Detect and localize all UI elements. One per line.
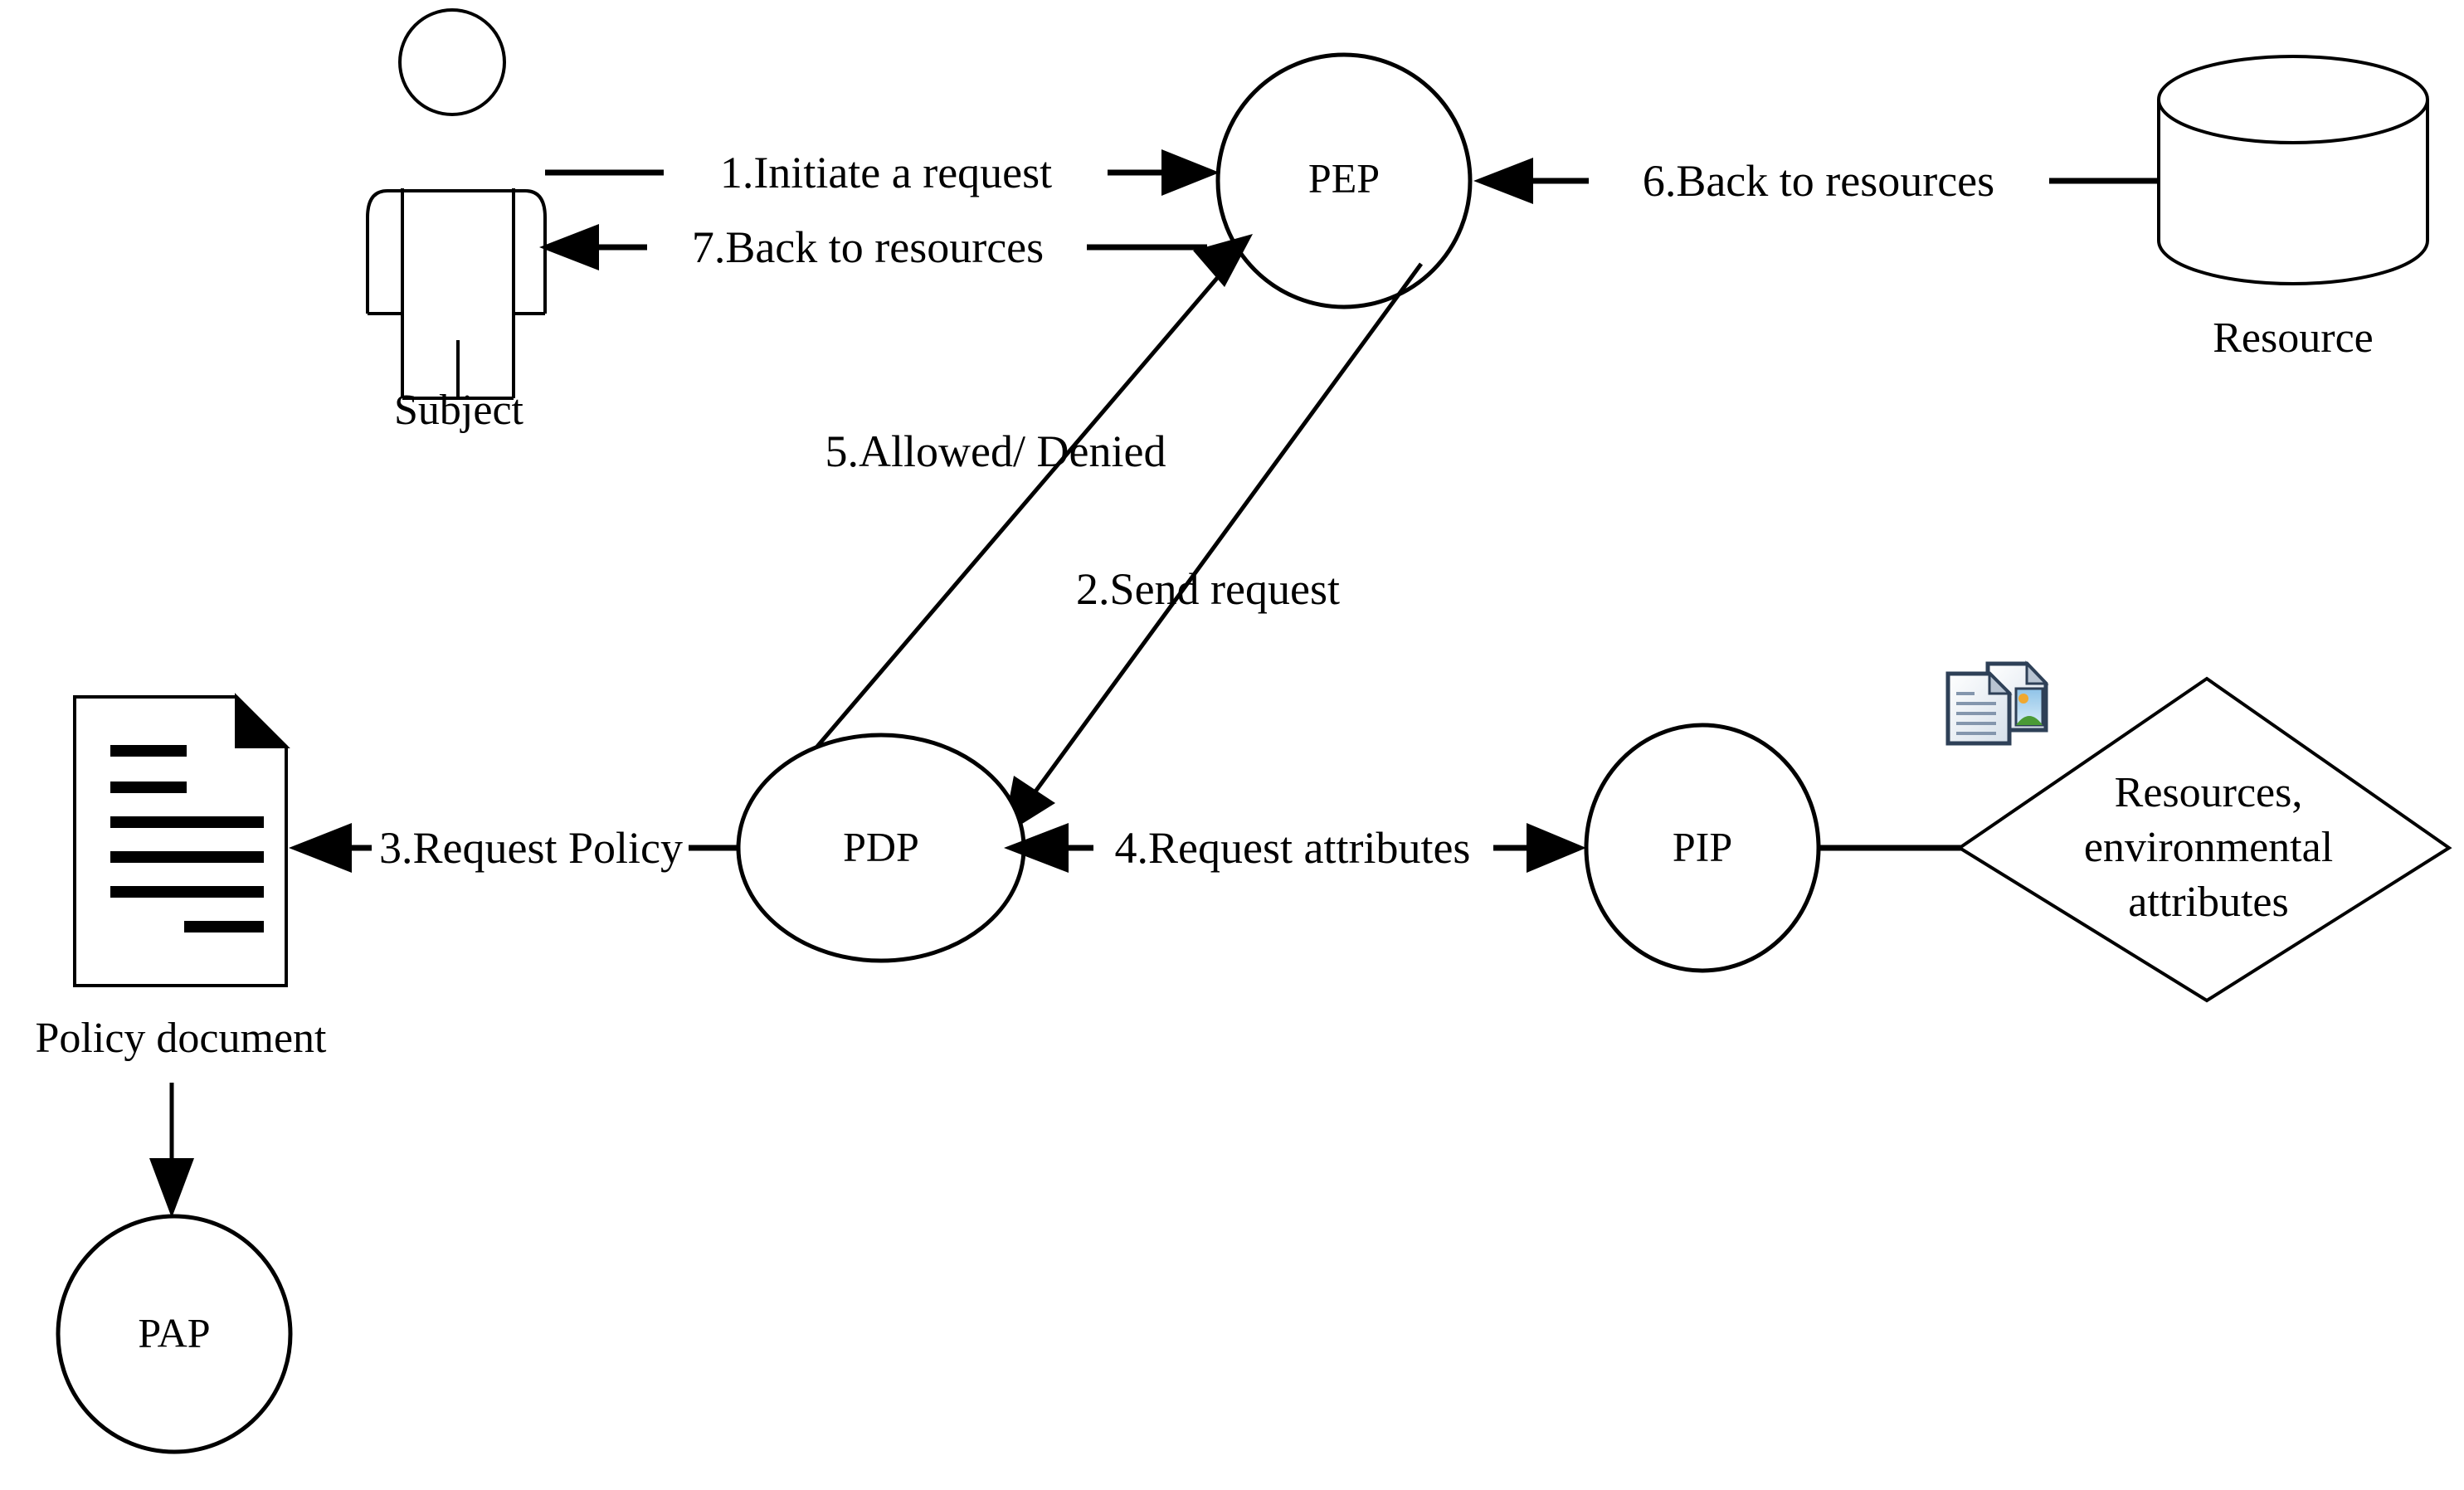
documents-stack-sun-icon [2018, 694, 2028, 704]
policy-document-fold-icon [235, 693, 290, 748]
policy-doc-line-4 [110, 851, 264, 863]
person-head-icon [398, 8, 506, 116]
edge-4-arrowhead-left [1004, 823, 1069, 873]
resource-cylinder-body [2157, 100, 2429, 285]
edge-6-label: 6.Back to resources [1643, 156, 1994, 206]
edge-5-line [810, 264, 1230, 755]
edge-1-initiate-request: 1.Initiate a request [545, 148, 1220, 197]
resource-cylinder-top [2157, 55, 2429, 144]
attributes-diamond-line-3: attributes [2128, 879, 2289, 926]
documents-stack-text-line-3 [1956, 712, 1996, 715]
documents-stack-text-line-2 [1956, 702, 1996, 705]
documents-stack-front-fold [1988, 670, 2013, 695]
policy-doc-line-5 [110, 886, 264, 898]
subject-label: Subject [394, 387, 524, 434]
person-shoulders-icon [387, 189, 547, 272]
policy-doc-line-2 [110, 782, 187, 793]
edge-3-request-policy: 3.Request Policy [289, 823, 740, 873]
pip-label: PIP [1673, 823, 1732, 869]
edge-3-arrowhead [289, 823, 352, 873]
edge-6-arrowhead [1473, 158, 1533, 204]
attributes-diamond-node[interactable]: Resources, environmental attributes [1956, 676, 2452, 1003]
pdp-label: PDP [843, 823, 919, 869]
edge-2-line [1026, 262, 1424, 802]
edge-7-label: 7.Back to resources [692, 222, 1044, 272]
edge-2-label: 2.Send request [1076, 564, 1340, 614]
pep-circle [1215, 52, 1473, 309]
edge-1-arrowhead [1161, 149, 1220, 196]
attributes-diamond-line-1: Resources, [2115, 769, 2303, 816]
documents-stack-text-line-1 [1956, 692, 1975, 695]
pep-label: PEP [1308, 154, 1380, 201]
edge-8-arrowhead [149, 1158, 194, 1218]
resource-node[interactable]: Resource [2157, 55, 2429, 362]
policy-document-label: Policy document [36, 1015, 328, 1062]
documents-stack-back-fold [2025, 660, 2049, 685]
edge-4-request-attributes: 4.Request attributes [1004, 823, 1586, 873]
pap-label: PAP [138, 1309, 210, 1356]
edge-4-arrowhead-right [1527, 823, 1586, 873]
edge-2-send-request: 2.Send request [1002, 262, 1424, 836]
resource-label: Resource [2213, 314, 2373, 362]
documents-stack-icon [1945, 660, 2049, 746]
edge-5-allowed-denied: 5.Allowed/ Denied [810, 234, 1253, 755]
edge-6-back-to-resources: 6.Back to resources [1473, 156, 2160, 206]
subject-node[interactable]: Subject [366, 8, 547, 434]
pep-node[interactable]: PEP [1215, 52, 1473, 309]
edge-1-label: 1.Initiate a request [720, 148, 1052, 197]
policy-document-page [73, 695, 288, 987]
edge-7-arrowhead [539, 224, 599, 270]
attributes-diamond-line-2: environmental [2084, 824, 2333, 871]
pap-node[interactable]: PAP [56, 1214, 293, 1454]
policy-document-node[interactable]: Policy document [36, 693, 328, 1062]
edge-7-back-to-resources: 7.Back to resources [539, 222, 1207, 272]
policy-doc-line-1 [110, 745, 187, 757]
pip-node[interactable]: PIP [1584, 723, 1821, 973]
policy-doc-line-3 [110, 816, 264, 828]
documents-stack-hill-icon [2016, 716, 2043, 725]
edge-8-policy-to-pap [149, 1083, 194, 1218]
edge-5-arrowhead [1193, 234, 1253, 287]
policy-doc-line-6 [184, 921, 264, 932]
documents-stack-text-line-5 [1956, 732, 1996, 735]
edge-5-label: 5.Allowed/ Denied [825, 426, 1166, 476]
person-left-shoulder-icon [366, 189, 388, 272]
edge-4-label: 4.Request attributes [1115, 823, 1471, 873]
attributes-diamond-shape [1956, 676, 2452, 1003]
pdp-node[interactable]: PDP [736, 733, 1026, 963]
pap-circle [56, 1214, 293, 1454]
documents-stack-text-line-4 [1956, 722, 1996, 725]
edge-3-label: 3.Request Policy [379, 823, 683, 873]
